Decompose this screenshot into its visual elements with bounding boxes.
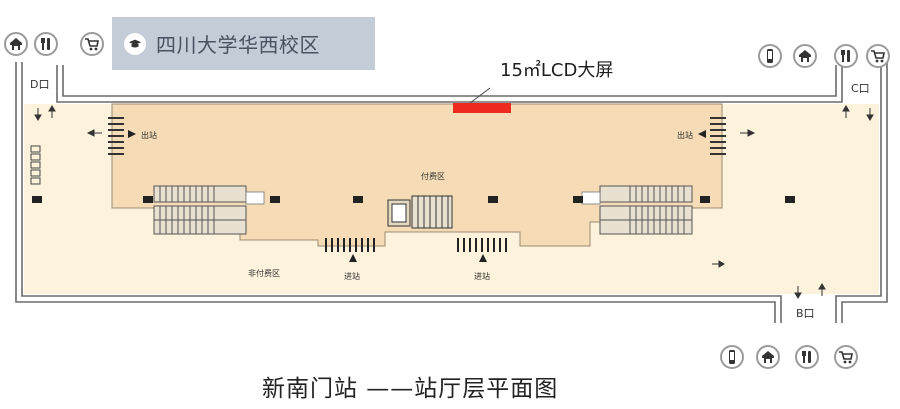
mobile-phone-icon: [720, 345, 744, 369]
exit-c-label: C口: [851, 82, 870, 95]
shopping-cart-icon: [80, 32, 104, 56]
restaurant-icon: [34, 32, 58, 56]
campus-tag[interactable]: 四川大学华西校区: [112, 17, 375, 70]
lcd-screen-label: 15㎡LCD大屏: [500, 60, 614, 81]
restaurant-icon: [795, 345, 819, 369]
campus-tag-text: 四川大学华西校区: [156, 33, 320, 57]
paid-zone-label: 付费区: [421, 172, 445, 181]
exit-d-label: D口: [30, 78, 50, 91]
columns: [32, 196, 795, 203]
gate-lines: [325, 238, 507, 252]
left-panels: [30, 145, 41, 185]
center-stair: [387, 195, 453, 229]
shopping-cart-icon: [866, 44, 890, 68]
restroom-icon: [793, 44, 817, 68]
exit-b-label: B口: [796, 307, 815, 320]
restroom-icon: [4, 32, 28, 56]
shopping-cart-icon: [834, 345, 858, 369]
floor-plan-caption: 新南门站 ——站厅层平面图: [262, 376, 559, 402]
escalator-right: [581, 185, 693, 235]
escalator-left: [153, 185, 265, 235]
enter-sign-left: 进站: [344, 272, 360, 281]
exit-sign-left: 出站: [141, 131, 157, 140]
restaurant-icon: [834, 44, 858, 68]
exit-sign-right: 出站: [677, 131, 693, 140]
mobile-phone-icon: [758, 44, 782, 68]
unpaid-zone-label: 非付费区: [248, 269, 280, 278]
graduation-cap-icon: [124, 32, 146, 55]
lcd-screen: [453, 103, 511, 113]
enter-sign-right: 进站: [474, 272, 490, 281]
restroom-icon: [756, 345, 780, 369]
